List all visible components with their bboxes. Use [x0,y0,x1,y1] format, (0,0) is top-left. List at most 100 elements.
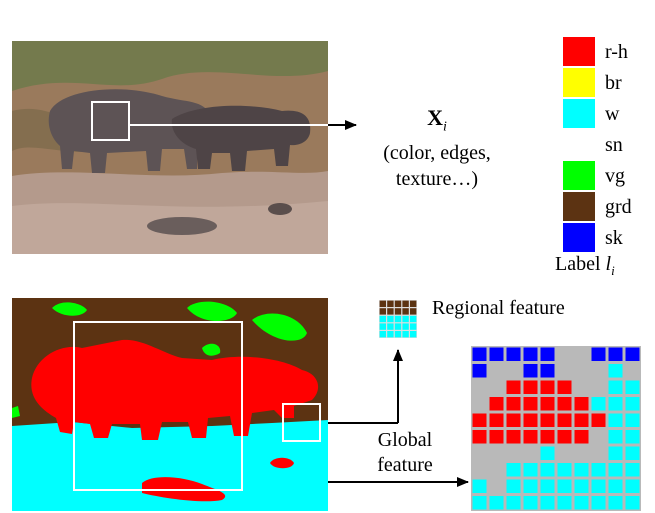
global-grid-cell [608,397,623,411]
global-grid-cell [625,496,640,510]
global-grid-cell [523,446,538,460]
legend-item-sk: sk [563,222,655,253]
global-grid-cell [540,397,555,411]
segmentation-map [12,298,328,511]
regional-cell [379,331,386,338]
global-grid-cell [574,479,589,493]
regional-cell [394,323,402,330]
global-grid-cell [540,430,555,444]
global-grid-cell [489,479,504,493]
seg-vegetation-2 [187,301,237,322]
legend-swatch [563,68,595,97]
legend-swatch [563,161,595,190]
global-grid-cell [591,364,606,378]
global-grid-cell [557,430,572,444]
global-grid-cell [472,380,487,394]
global-grid-cell [557,463,572,477]
global-grid-cell [591,463,606,477]
global-grid-cell [472,347,487,361]
global-grid-cell [506,496,521,510]
regional-cell [394,331,402,338]
seg-regional-box [282,403,321,442]
regional-cell [402,315,409,323]
global-grid-cell [540,347,555,361]
seg-vegetation-5 [12,406,20,418]
global-grid-cell [506,446,521,460]
regional-cell [387,323,394,330]
regional-feature-grid [379,300,417,338]
global-grid-cell [591,397,606,411]
global-grid-cell [625,380,640,394]
global-grid-cell [472,364,487,378]
regional-cell [402,308,409,315]
legend-item-sn: sn [563,129,655,160]
legend-swatch [563,130,595,159]
global-grid-cell [540,413,555,427]
feature-subscript: i [443,119,447,135]
global-grid-cell [472,397,487,411]
legend-swatch [563,99,595,128]
legend-label: r-h [605,40,628,63]
legend-item-vg: vg [563,160,655,191]
regional-cell [402,300,409,307]
global-grid-cell [557,347,572,361]
legend-caption-text: Label [555,253,606,275]
global-grid-cell [574,397,589,411]
global-grid-cell [472,479,487,493]
global-grid-cell [625,413,640,427]
global-grid-cell [489,347,504,361]
legend-caption-var: l [605,253,612,275]
global-grid-cell [523,397,538,411]
global-grid-cell [472,496,487,510]
global-grid-cell [625,347,640,361]
legend-swatch [563,223,595,252]
global-grid-cell [523,496,538,510]
global-grid-cell [591,496,606,510]
legend-label: grd [605,195,632,218]
photo-hippo-left [48,89,214,173]
global-grid-cell [557,364,572,378]
global-grid-cell [472,413,487,427]
global-grid-cell [489,463,504,477]
global-grid-cell [540,496,555,510]
global-grid-cell [506,463,521,477]
regional-cell [402,331,409,338]
global-feature-grid [471,346,641,511]
global-grid-cell [489,413,504,427]
legend-label: vg [605,164,625,187]
global-grid-cell [591,380,606,394]
label-legend: r-h br w sn vg grd sk [563,36,655,253]
legend-item-br: br [563,67,655,98]
regional-cell [387,315,394,323]
regional-feature-label: Regional feature [432,297,565,319]
feature-description-line2: texture…) [395,168,479,191]
seg-global-box [73,321,243,491]
global-grid-cell [540,479,555,493]
global-grid-cell [506,380,521,394]
global-feature-line2: feature [377,454,433,476]
seg-vegetation-1 [52,302,87,316]
global-grid-cell [574,347,589,361]
global-grid-cell [608,446,623,460]
global-grid-cell [591,479,606,493]
regional-cell [379,323,386,330]
legend-label: sn [605,133,623,156]
photo-submerged-hippo [147,217,217,235]
legend-label: w [605,102,620,125]
legend-label: sk [605,226,623,249]
seg-water [12,420,328,511]
global-grid-cell [523,463,538,477]
global-grid-cell [557,479,572,493]
global-grid-cell [625,397,640,411]
global-grid-cell [557,380,572,394]
feature-symbol: X [427,105,443,130]
legend-swatch [563,192,595,221]
global-grid-cell [557,397,572,411]
global-grid-cell [608,364,623,378]
legend-item-r-h: r-h [563,36,655,67]
photo-hippo-right [171,105,311,171]
seg-vegetation-4 [202,343,221,356]
legend-caption: Label li [555,254,615,281]
global-grid-cell [489,496,504,510]
global-grid-cell [574,463,589,477]
